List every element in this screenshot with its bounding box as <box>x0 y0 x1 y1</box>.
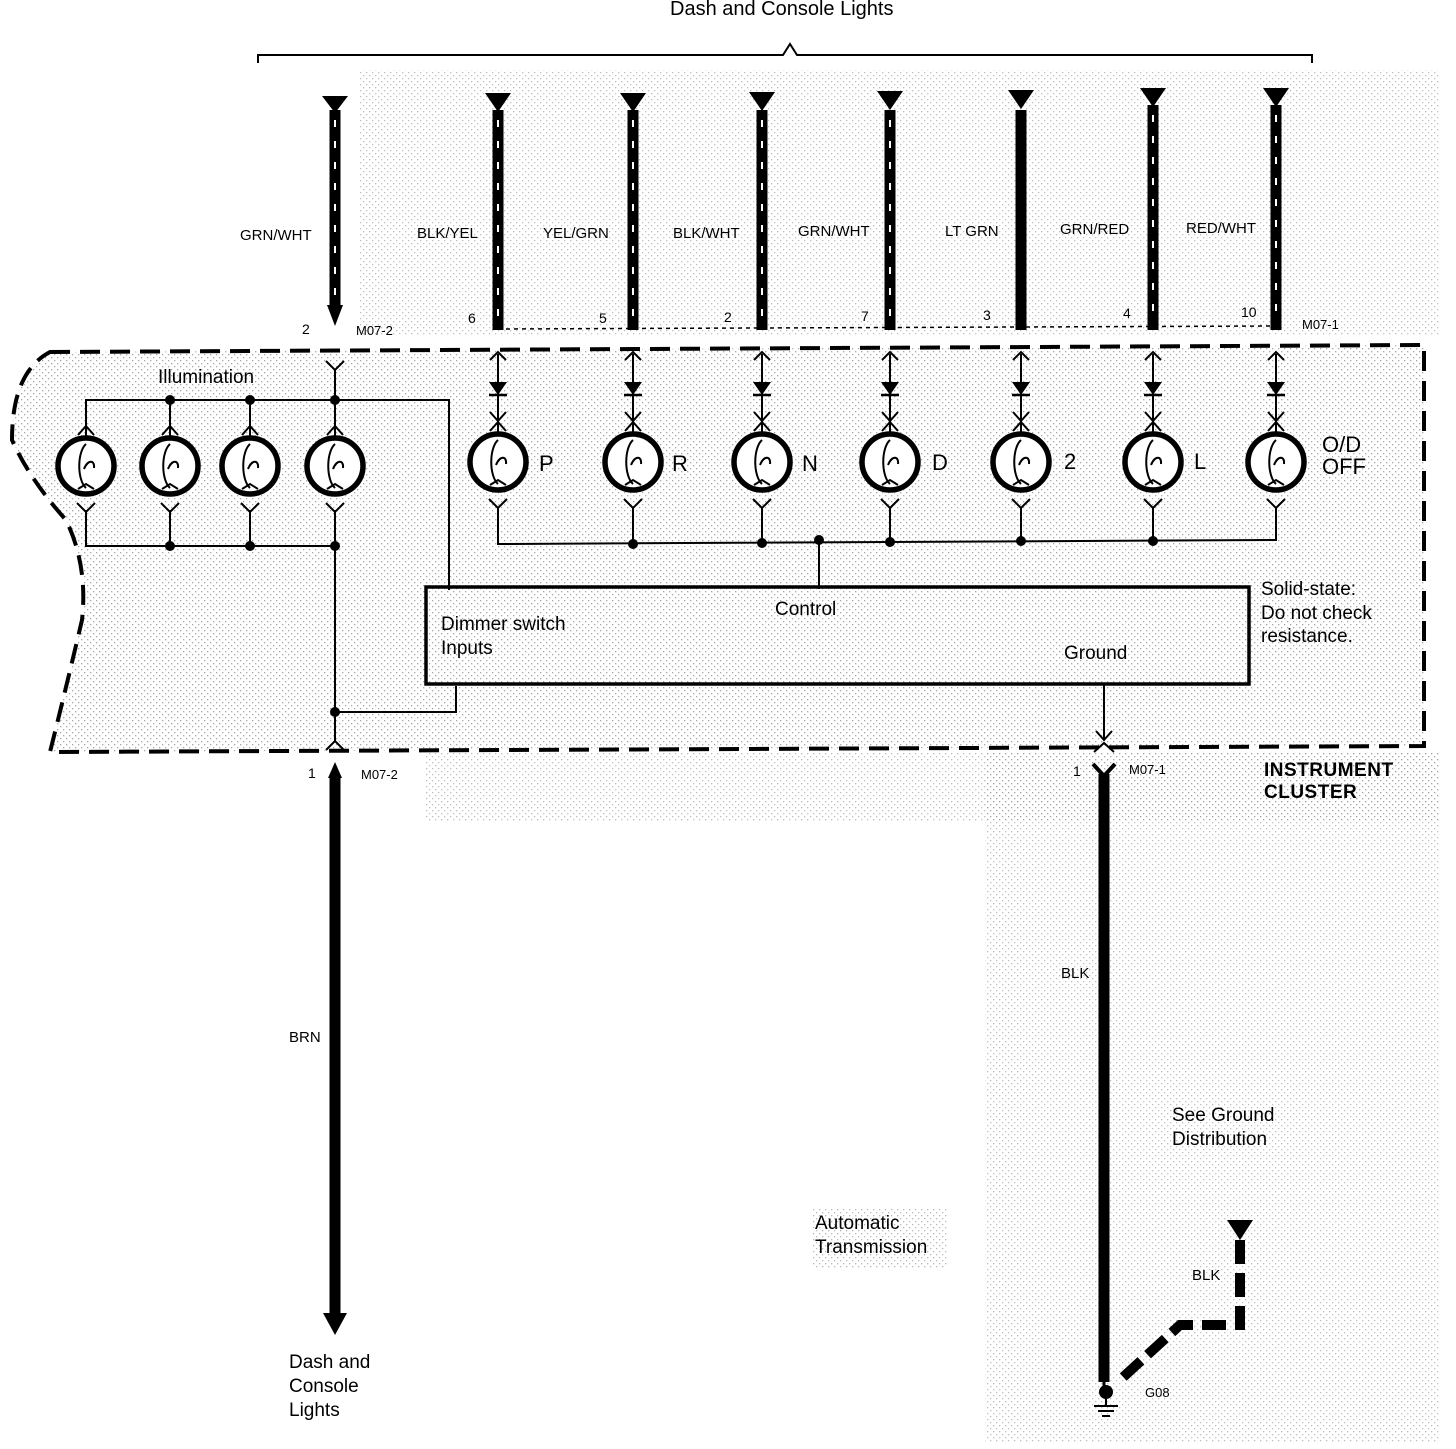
top-wires <box>322 88 1289 330</box>
ground-id: G08 <box>1145 1385 1170 1400</box>
indicator-lamp-icon <box>731 420 793 514</box>
indicator-label-2: 2 <box>1064 449 1077 474</box>
pin-number: 1 <box>1073 763 1081 779</box>
illumination-nodes <box>165 395 340 717</box>
see-ground-distribution-note: See Ground Distribution <box>1172 1105 1275 1150</box>
pin-number: 2 <box>724 309 732 325</box>
connector-id: M07-2 <box>361 767 398 782</box>
wire-color-label: YEL/GRN <box>543 225 609 242</box>
pin-number: 2 <box>302 321 310 337</box>
wire-color-label: BLK/WHT <box>673 225 740 242</box>
indicator-lamp-icon <box>1245 420 1307 514</box>
pin-number: 6 <box>468 310 476 326</box>
wire-color-label: GRN/RED <box>1060 221 1130 238</box>
diode-icon <box>489 354 507 423</box>
indicator-lamp-icon <box>859 420 921 514</box>
shaded-regions <box>12 70 1440 1442</box>
wire-color-label: GRN/WHT <box>240 227 312 244</box>
indicator-label-n: N <box>802 451 818 476</box>
wire-blk-alt <box>1116 1220 1253 1384</box>
indicator-lamp-icon <box>990 420 1052 514</box>
pin-number: 10 <box>1241 304 1257 320</box>
indicator-label-l: L <box>1194 449 1207 474</box>
illumination-label: Illumination <box>158 367 255 388</box>
dash-console-lights-destination: Dash and Console Lights <box>289 1352 371 1422</box>
wire-lt-grn <box>1008 90 1034 330</box>
lamp-symbols <box>55 420 1307 518</box>
control-label: Control <box>775 599 837 620</box>
indicator-label-od-off: O/D OFF <box>1322 432 1366 479</box>
ground-symbol <box>1094 1385 1118 1417</box>
wire-color-label: BRN <box>289 1029 321 1046</box>
indicator-lamp-icon <box>602 420 664 514</box>
diagram-title: Dash and Console Lights <box>670 0 894 20</box>
indicator-diodes <box>489 354 1285 423</box>
illumination-lamp-icon <box>139 424 201 518</box>
illumination-lamp-icon <box>219 424 281 518</box>
pin-number: 7 <box>861 308 869 324</box>
diode-icon <box>624 354 642 423</box>
control-module-box <box>424 585 1251 686</box>
wire-color-label: GRN/WHT <box>798 223 870 240</box>
wire-grn-wht-right <box>877 91 903 330</box>
cluster-outline <box>9 342 1426 755</box>
indicator-label-r: R <box>672 451 688 476</box>
indicator-lamp-icon <box>467 420 529 514</box>
pin-number: 5 <box>599 310 607 326</box>
connector-id: M07-1 <box>1302 317 1339 332</box>
pin-number: 1 <box>308 765 316 781</box>
wire-grn-red <box>1140 88 1166 330</box>
indicator-lamp-icon <box>1122 420 1184 514</box>
dimmer-inputs-label: Dimmer switch Inputs <box>441 614 566 659</box>
automatic-transmission-label: Automatic Transmission <box>815 1213 928 1258</box>
ground-label: Ground <box>1064 643 1128 664</box>
wire-color-label: LT GRN <box>945 223 999 240</box>
pin-number: 4 <box>1123 305 1131 321</box>
instrument-cluster-label: INSTRUMENT CLUSTER <box>1264 760 1394 803</box>
wire-brn <box>323 739 347 1335</box>
wire-blk-wht <box>749 92 775 330</box>
connector-id: M07-1 <box>1129 762 1166 777</box>
wire-color-label: BLK <box>1061 965 1090 982</box>
ground-output <box>1093 684 1115 753</box>
wire-grn-wht-left <box>322 96 348 326</box>
top-brace <box>257 42 1313 63</box>
wire-color-label: RED/WHT <box>1186 220 1256 237</box>
indicator-bus-nodes <box>628 535 1158 549</box>
wire-color-label: BLK <box>1192 1267 1221 1284</box>
pin-number: 3 <box>983 307 991 323</box>
indicator-label-p: P <box>539 451 554 476</box>
wire-blk-yel <box>485 93 511 330</box>
connector-terminals <box>325 350 1285 392</box>
solid-state-note: Solid-state: Do not check resistance. <box>1261 579 1372 648</box>
indicator-label-d: D <box>932 450 948 475</box>
diode-icon <box>1144 354 1162 423</box>
wire-color-label: BLK/YEL <box>417 225 478 242</box>
wire-red-wht <box>1263 88 1289 330</box>
connector-id: M07-2 <box>356 323 393 338</box>
wire-yel-grn <box>620 93 646 330</box>
